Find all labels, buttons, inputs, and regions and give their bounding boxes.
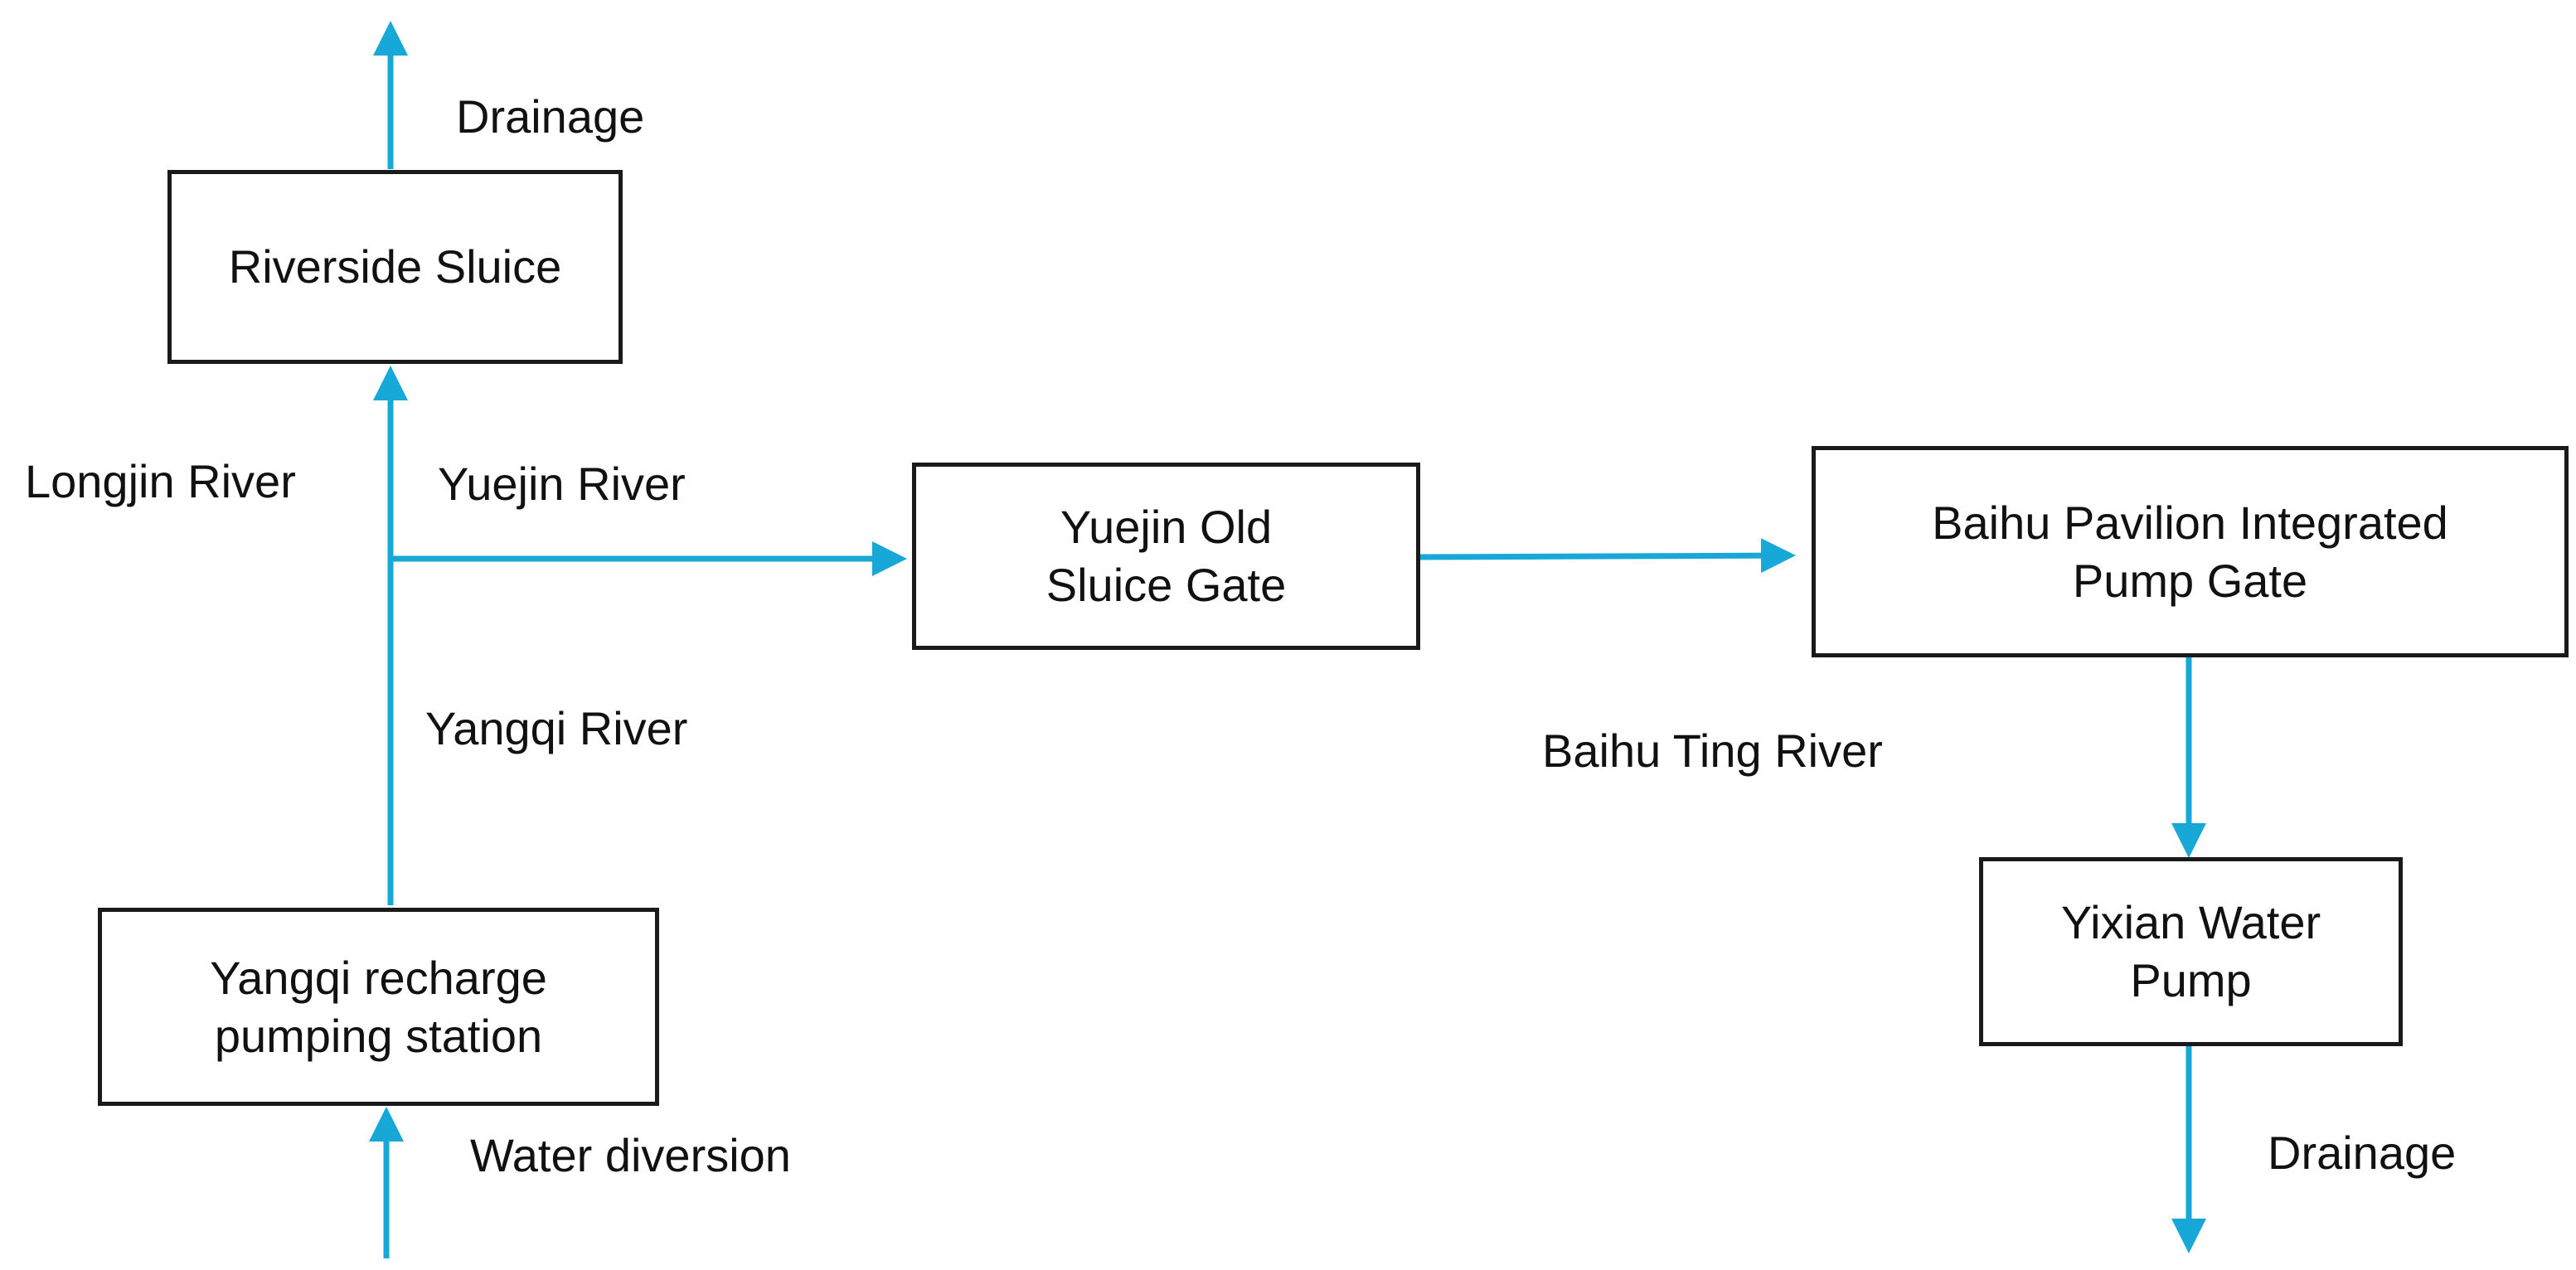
baihu-ting-river-label: Baihu Ting River	[1542, 725, 1883, 777]
yuejin-old-sluice-gate-box: Yuejin Old Sluice Gate	[912, 463, 1420, 650]
yangqi-recharge-station-label-line1: Yangqi recharge	[210, 951, 547, 1004]
yangqi-recharge-station-box: Yangqi recharge pumping station	[98, 908, 659, 1106]
baihu-pavilion-pump-gate-label-line2: Pump Gate	[2072, 554, 2308, 607]
baihu-pavilion-pump-gate-box: Baihu Pavilion Integrated Pump Gate	[1812, 446, 2569, 657]
yixian-water-pump-label-line1: Yixian Water	[2060, 896, 2321, 948]
riverside-sluice-label: Riverside Sluice	[228, 240, 562, 293]
longjin-river-label: Longjin River	[25, 455, 296, 507]
flow-arrow-to-baihu-pavilion	[1419, 538, 1796, 574]
water-diversion-label: Water diversion	[470, 1129, 791, 1181]
yuejin-old-sluice-gate-label-line2: Sluice Gate	[1045, 559, 1287, 611]
drainage-top-label: Drainage	[456, 90, 645, 143]
drainage-bottom-label: Drainage	[2268, 1127, 2457, 1179]
yangqi-river-label: Yangqi River	[425, 702, 688, 754]
riverside-sluice-box: Riverside Sluice	[167, 170, 623, 364]
yixian-water-pump-box: Yixian Water Pump	[1979, 857, 2403, 1046]
yixian-water-pump-label-line2: Pump	[2130, 954, 2252, 1006]
baihu-pavilion-pump-gate-label-line1: Baihu Pavilion Integrated	[1932, 496, 2448, 549]
yuejin-old-sluice-gate-label-line1: Yuejin Old	[1060, 501, 1273, 553]
yangqi-recharge-station-label-line2: pumping station	[214, 1009, 543, 1062]
yuejin-river-label: Yuejin River	[438, 458, 686, 510]
